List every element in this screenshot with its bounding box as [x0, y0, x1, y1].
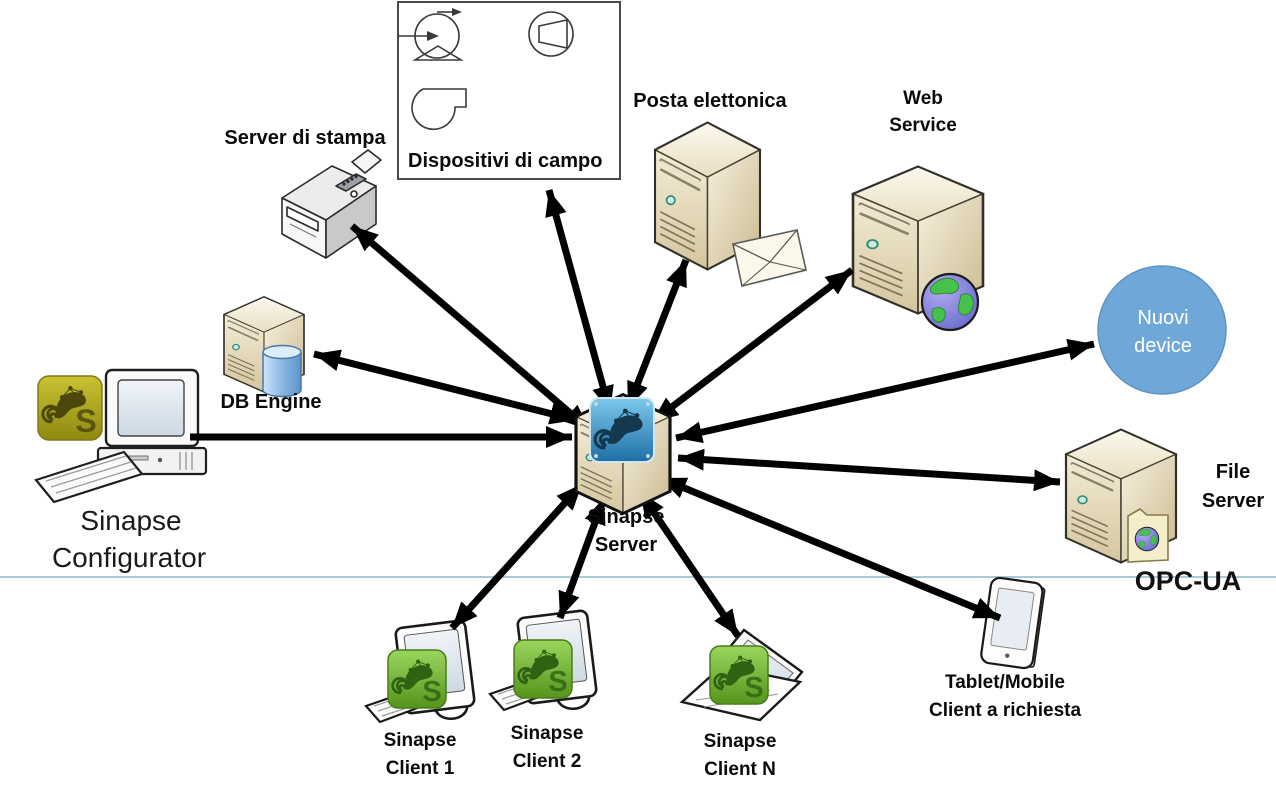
pump-icon	[398, 8, 464, 61]
client1-computer-icon: S	[364, 618, 478, 726]
configurator-label-2: Configurator	[52, 542, 206, 573]
blower-icon	[411, 88, 467, 131]
field-devices-box	[397, 1, 621, 180]
edge-server-clientN	[637, 490, 741, 638]
edge-server-dbengine	[313, 349, 577, 425]
edge-server-client1	[449, 481, 585, 631]
globe-icon	[920, 272, 980, 332]
green-chameleon-icon: S	[513, 639, 573, 699]
fan-icon	[528, 11, 574, 57]
clientN-label-1: Sinapse	[704, 731, 777, 752]
tablet-label-2: Client a richiesta	[929, 700, 1081, 721]
edge-server-webservice	[649, 267, 855, 425]
new-devices-circle	[1097, 265, 1227, 395]
edge-server-fileserver	[677, 448, 1061, 492]
printer-icon	[281, 149, 382, 259]
svg-text:S: S	[548, 666, 567, 698]
green-chameleon-icon: S	[709, 645, 769, 705]
file-server-label-2: Server	[1202, 490, 1264, 512]
print-server-label: Server di stampa	[224, 127, 386, 149]
edges	[190, 189, 1095, 638]
sinapse-server-label-2: Server	[595, 534, 657, 556]
client2-label-1: Sinapse	[511, 723, 584, 744]
opc-ua-label: OPC-UA	[1135, 566, 1242, 596]
email-label: Posta elettonica	[633, 90, 787, 112]
web-service-label-2: Service	[889, 115, 957, 136]
new-devices-label-1: Nuovi	[1137, 307, 1188, 329]
client2-label-2: Client 2	[513, 751, 582, 772]
keyboard-icon	[34, 450, 144, 504]
sinapse-server-label-1: Sinapse	[588, 506, 665, 528]
chameleon-letter: S	[75, 403, 96, 439]
file-server-icon	[1064, 427, 1178, 565]
blue-chameleon-icon	[589, 397, 655, 463]
tablet-label-1: Tablet/Mobile	[945, 672, 1065, 693]
client1-label-2: Client 1	[386, 758, 455, 779]
web-service-label-1: Web	[903, 88, 943, 109]
configurator-computer-icon: S	[34, 368, 208, 504]
tablet-icon	[980, 576, 1046, 670]
edge-server-printserver	[349, 223, 593, 433]
edge-server-email	[624, 258, 690, 410]
sinapse-server-icon	[574, 392, 672, 516]
clientN-label-2: Client N	[704, 759, 776, 780]
web-service-server-icon	[853, 167, 983, 332]
yellow-chameleon-icon: S	[37, 375, 103, 441]
new-devices-label-2: device	[1134, 335, 1192, 357]
edge-server-newdevices	[675, 338, 1095, 444]
shared-folder-icon	[1127, 508, 1169, 563]
db-engine-label: DB Engine	[220, 391, 321, 413]
clientN-laptop-icon: S	[679, 628, 804, 722]
field-devices-label: Dispositivi di campo	[408, 150, 602, 172]
database-cylinder-icon	[262, 344, 302, 398]
green-chameleon-icon: S	[387, 649, 447, 709]
email-server-icon	[653, 120, 807, 287]
svg-text:S: S	[744, 672, 763, 704]
db-engine-icon	[222, 295, 306, 398]
file-server-label-1: File	[1216, 461, 1250, 483]
svg-text:S: S	[422, 676, 441, 708]
configurator-label-1: Sinapse	[80, 505, 181, 536]
client1-label-1: Sinapse	[384, 730, 457, 751]
edge-server-fielddevices	[545, 189, 614, 413]
client2-computer-icon: S	[488, 608, 600, 716]
